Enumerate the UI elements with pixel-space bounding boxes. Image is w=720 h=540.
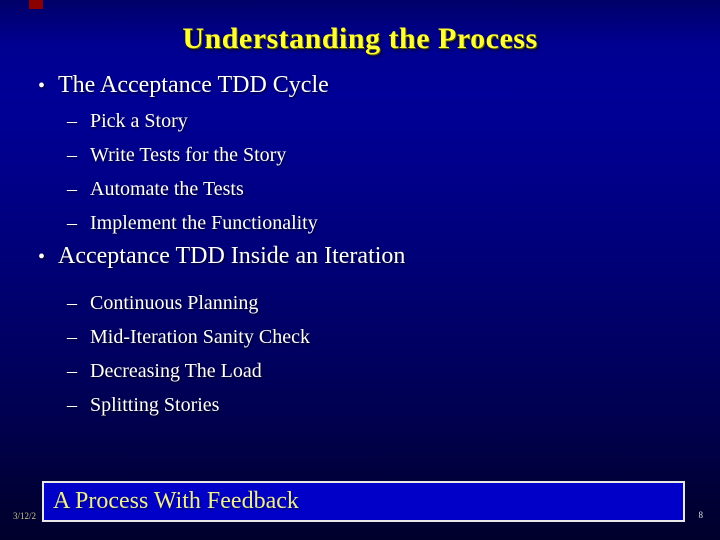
corner-marker [29, 0, 43, 9]
dash-icon: – [67, 326, 77, 348]
bullet-item-1: • The Acceptance TDD Cycle [0, 72, 680, 99]
sub-item-label: Automate the Tests [90, 178, 244, 200]
bullet-item-2: • Acceptance TDD Inside an Iteration [0, 243, 680, 270]
page-number: 8 [698, 510, 704, 520]
dash-icon: – [67, 144, 77, 166]
list-item: – Splitting Stories [0, 388, 680, 422]
bullet-icon: • [38, 75, 46, 97]
list-item: – Write Tests for the Story [0, 138, 680, 172]
footer-date: 3/12/2 [13, 511, 37, 521]
dash-icon: – [67, 212, 77, 234]
sub-item-label: Decreasing The Load [90, 360, 262, 382]
dash-icon: – [67, 110, 77, 132]
dash-icon: – [67, 394, 77, 416]
slide-title: Understanding the Process [182, 22, 538, 55]
sub-item-label: Continuous Planning [90, 292, 259, 314]
bullet-item-2-label: Acceptance TDD Inside an Iteration [58, 243, 406, 269]
bullet-icon: • [38, 246, 46, 268]
sub-item-label: Write Tests for the Story [90, 144, 287, 166]
list-item: – Continuous Planning [0, 286, 680, 320]
footer-box: A Process With Feedback [42, 481, 685, 522]
list-item: – Implement the Functionality [0, 206, 680, 240]
dash-icon: – [67, 360, 77, 382]
sub-item-label: Splitting Stories [90, 394, 220, 416]
list-item: – Mid-Iteration Sanity Check [0, 320, 680, 354]
sub-bullet-list-1: – Pick a Story – Write Tests for the Sto… [0, 104, 680, 240]
list-item: – Pick a Story [0, 104, 680, 138]
dash-icon: – [67, 178, 77, 200]
list-item: – Decreasing The Load [0, 354, 680, 388]
sub-bullet-list-2: – Continuous Planning – Mid-Iteration Sa… [0, 286, 680, 422]
sub-item-label: Mid-Iteration Sanity Check [90, 326, 310, 348]
sub-item-label: Pick a Story [90, 110, 188, 132]
footer-box-label: A Process With Feedback [53, 488, 299, 514]
list-item: – Automate the Tests [0, 172, 680, 206]
bullet-item-1-label: The Acceptance TDD Cycle [58, 72, 329, 98]
dash-icon: – [67, 292, 77, 314]
sub-item-label: Implement the Functionality [90, 212, 318, 234]
